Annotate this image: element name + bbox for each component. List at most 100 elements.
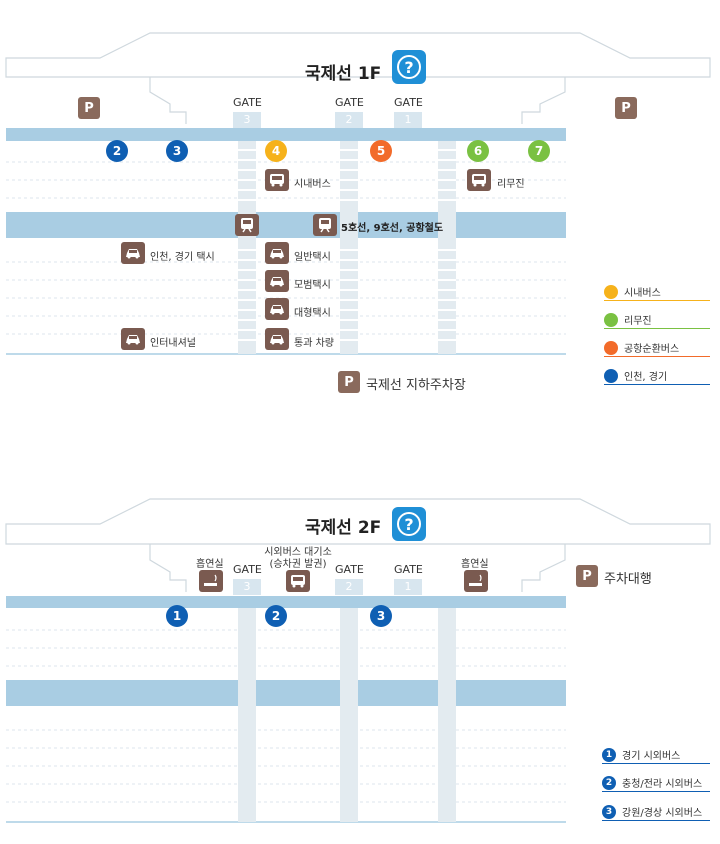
gate-label: GATE [394,563,423,576]
floor2-gate-1: GATE 1 [394,563,423,595]
taxi-icon [121,242,145,264]
legend-chungcheong-jeolla-intercity: 2 충청/전라 시외버스 [602,775,702,790]
subway-label: 5호선, 9호선, 공항철도 [341,223,444,234]
stop-6-marker[interactable]: 6 [467,140,489,162]
floor1-gate-3: GATE 3 [233,96,262,128]
number-badge: 2 [602,775,616,790]
gate-number: 2 [335,112,363,128]
floor2-curb-right [521,544,566,592]
green-dot-icon [604,312,618,327]
number-badge: 1 [602,747,616,762]
bus-icon [467,169,491,191]
legend-label: 인천, 경기 [624,372,668,383]
stop-4-marker[interactable]: 4 [265,140,287,162]
legend-label: 리무진 [624,316,652,327]
legend-incheon-gyeonggi: 인천, 경기 [604,368,667,383]
floor2-upper-road [6,596,566,608]
legend-city-bus: 시내버스 [604,284,661,299]
legend-underline [604,328,710,329]
taxi-icon [121,328,145,350]
parking-icon: P [78,97,100,119]
gate-label: GATE [233,563,262,576]
legend-label: 강원/경상 시외버스 [622,808,703,819]
floor1-gate-1: GATE 1 [394,96,423,128]
floor1-curb-right [521,77,566,124]
bus-icon [286,570,310,592]
floor2-crosswalks [238,608,456,822]
blue-dot-icon [604,368,618,383]
car-icon [265,328,289,350]
legend-underline [602,820,710,821]
legend-label: 시내버스 [624,288,661,299]
parking-icon: P [338,371,360,393]
floor2-curb-left [149,544,187,592]
smoking-room-label: 흡연실 [196,559,224,570]
stop-3-marker[interactable]: 3 [166,140,188,162]
legend-underline [602,791,710,792]
train-icon [235,214,259,236]
floor1-building-outline [5,32,711,78]
smoking-icon [199,570,223,592]
underground-parking-label[interactable]: 국제선 지하주차장 [366,378,466,393]
taxi-icon [265,298,289,320]
floor2-gate-2: GATE 2 [335,563,364,595]
floor1-middle-road [6,212,566,238]
floor2-building-outline [5,498,711,545]
question-icon: ? [397,55,421,79]
floor1-help-button[interactable]: ? [392,50,426,84]
smoking-icon [464,570,488,592]
intercity-stop-3-marker[interactable]: 3 [370,605,392,627]
floor2-title: 국제선 2F [305,518,382,538]
legend-airport-shuttle: 공항순환버스 [604,340,679,355]
parking-icon: P [615,97,637,119]
general-taxi-label: 일반택시 [294,252,331,263]
stop-5-marker[interactable]: 5 [370,140,392,162]
incheon-taxi-label: 인천, 경기 택시 [150,252,215,263]
question-icon: ? [397,512,421,536]
gate-label: GATE [233,96,262,109]
floor1-title: 국제선 1F [305,64,382,84]
legend-gangwon-gyeongsang-intercity: 3 강원/경상 시외버스 [602,804,702,819]
floor1-upper-road [6,128,566,141]
floor2-gate-3: GATE 3 [233,563,262,595]
train-icon [313,214,337,236]
city-bus-label: 시내버스 [294,179,331,190]
stop-7-marker[interactable]: 7 [528,140,550,162]
gate-label: GATE [394,96,423,109]
smoking-room-label: 흡연실 [461,559,489,570]
legend-underline [602,763,710,764]
gate-number: 1 [394,579,422,595]
floor1-curb-left [149,77,187,124]
intercity-stop-2-marker[interactable]: 2 [265,605,287,627]
legend-label: 경기 시외버스 [622,751,681,762]
gate-label: GATE [335,96,364,109]
gate-number: 2 [335,579,363,595]
limousine-label: 리무진 [497,179,525,190]
floor2-middle-road [6,680,566,706]
number-badge: 3 [602,804,616,819]
stop-2-marker[interactable]: 2 [106,140,128,162]
taxi-icon [265,242,289,264]
valet-parking-label[interactable]: 주차대행 [604,572,652,587]
taxi-icon [265,270,289,292]
bus-icon [265,169,289,191]
gate-number: 1 [394,112,422,128]
ticketing-label: (승차권 발권) [269,559,327,570]
legend-underline [604,300,710,301]
legend-label: 충청/전라 시외버스 [622,779,703,790]
large-taxi-label: 대형택시 [294,308,331,319]
gate-number: 3 [233,579,261,595]
floor1-crosswalk-stripes [238,149,456,341]
gate-number: 3 [233,112,261,128]
legend-label: 공항순환버스 [624,344,680,355]
legend-underline [604,356,710,357]
intercity-stop-1-marker[interactable]: 1 [166,605,188,627]
legend-gyeonggi-intercity: 1 경기 시외버스 [602,747,680,762]
floor1-gate-2: GATE 2 [335,96,364,128]
floor2-help-button[interactable]: ? [392,507,426,541]
orange-dot-icon [604,340,618,355]
international-taxi-label: 인터내셔널 [150,338,196,349]
yellow-dot-icon [604,284,618,299]
passing-vehicles-label: 통과 차량 [294,338,334,349]
